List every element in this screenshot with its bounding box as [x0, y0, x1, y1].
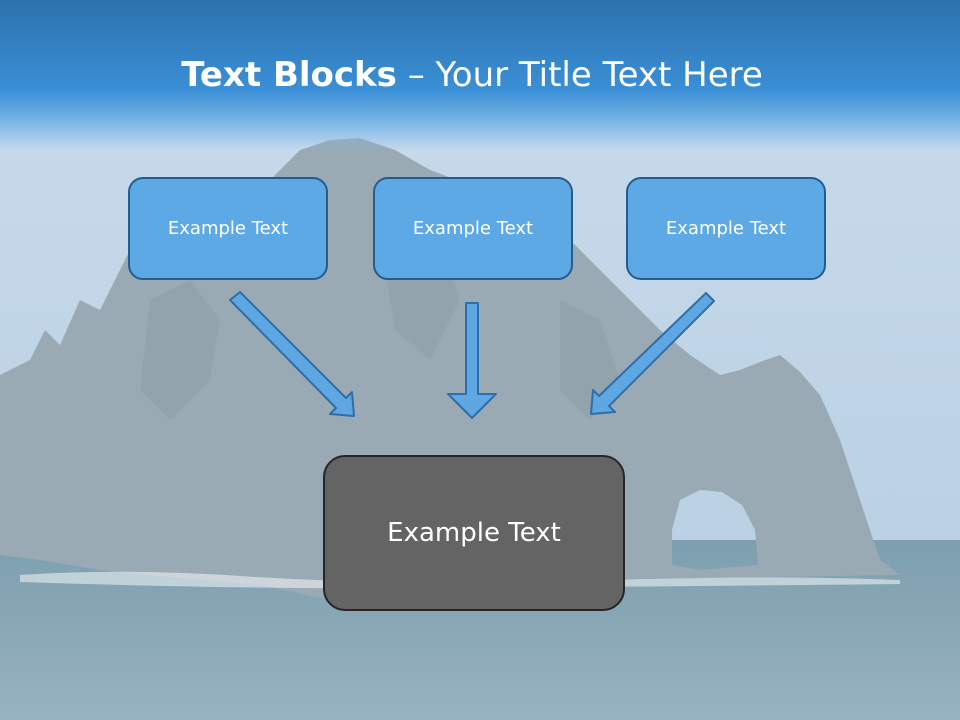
- arrow-center: [447, 302, 497, 419]
- page-title: Text Blocks – Your Title Text Here: [0, 52, 944, 98]
- text-block-label: Example Text: [167, 218, 289, 239]
- text-block-1[interactable]: Example Text: [128, 177, 328, 280]
- arrow-right: [590, 292, 715, 415]
- title-rest: Your Title Text Here: [435, 55, 763, 95]
- text-block-3[interactable]: Example Text: [626, 177, 826, 280]
- title-bar: [0, 0, 960, 150]
- target-block[interactable]: Example Text: [323, 455, 625, 611]
- title-bold: Text Blocks: [181, 55, 397, 95]
- arrow-left: [229, 291, 355, 417]
- title-dash: –: [396, 55, 436, 95]
- text-block-2[interactable]: Example Text: [373, 177, 573, 280]
- text-block-label: Example Text: [412, 218, 534, 239]
- text-block-label: Example Text: [665, 218, 787, 239]
- target-block-label: Example Text: [387, 518, 561, 548]
